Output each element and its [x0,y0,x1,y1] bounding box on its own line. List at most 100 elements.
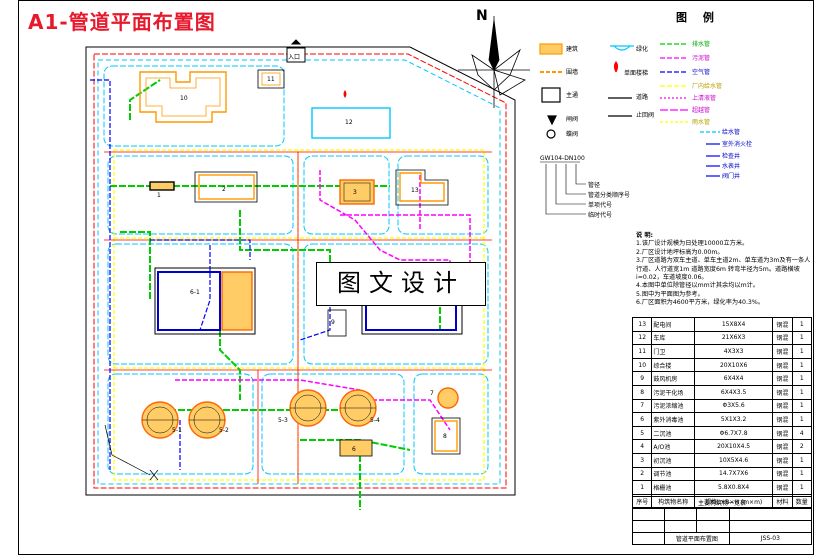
legend-drain: 排水管 [692,41,711,48]
legend-manhole: 检查井 [722,153,741,160]
table-cell: 6X4X4 [694,371,774,386]
table-cell: 3 [631,452,653,468]
site-road-outer [97,59,501,485]
note-6: 6.厂区面积为4600平方米，绿化率为40.3%。 [636,299,764,307]
legend-plantwater: 厂内给水管 [692,83,723,90]
label-5-1: 5-1 [172,427,182,434]
label-10: 10 [180,95,188,102]
note-5: 5.图中为平面图为参考。 [636,290,704,298]
note-4: 4.本图中单位除管径以mm计其余均以m计。 [636,282,759,290]
north-arrow [458,16,530,108]
label-12: 12 [345,119,353,126]
table-cell: 12 [631,330,653,346]
table-cell: 鼓风机房 [651,371,696,386]
table-cell: 1 [791,452,813,468]
legend-stair: 单面楼梯 [624,70,649,77]
drawing-border [18,0,814,555]
table-cell: 紫外消毒池 [651,412,696,427]
table-cell: 钢混 [772,344,793,359]
building-6-1 [154,267,256,335]
table-cell: 1 [791,384,813,400]
table-cell: 钢混 [772,330,793,346]
legend-valvewell: 阀门井 [722,173,741,180]
table-cell: 5X1X3.2 [694,412,774,427]
legend-sludge: 污泥管 [692,55,711,62]
table-cell: 钢混 [772,452,793,468]
table-cell: 13 [631,317,653,332]
note-1: 1.该厂设计规模为日处理10000立方米。 [636,240,749,248]
table-cell: 1 [791,330,813,346]
table-cell: 4X3X3 [694,344,774,359]
table-cell: 20X10X6 [694,357,774,373]
north-label: N [476,8,488,24]
legend-check: 止回阀 [636,112,655,119]
table-cell: 2 [791,439,813,454]
table-cell: 初沉池 [651,452,696,468]
site-wall [93,53,507,489]
table-cell: 11 [631,344,653,359]
building-6 [339,439,373,457]
callout-line-2: 管道分类顺序号 [588,192,631,199]
table-cell: 21X6X3 [694,330,774,346]
table-cell: 污泥干化场 [651,384,696,400]
table-cell: 15X8X4 [694,317,774,332]
entrance-marker [286,39,306,63]
label-3: 3 [353,189,357,196]
legend-valve: 道路 [636,94,649,101]
legend-symbols [539,43,720,177]
table-cell: 6X4X3.5 [694,384,774,400]
legend-meter: 水表井 [722,163,741,170]
table-cell: 1 [791,357,813,373]
notes-heading: 说 明: [636,232,654,239]
table-cell: 14.7X7X6 [694,466,774,482]
table-cell: 10 [631,357,653,373]
legend-overflow: 超越管 [692,107,711,114]
callout-line-1: 管径 [588,182,601,189]
label-2: 2 [222,186,226,193]
table-cell: 9 [631,371,653,386]
note-3: 3.厂区道路为双车主道、单车主道2m、单车道为3m及有一条人行道、人行道宽1m … [636,257,811,282]
building-3 [339,179,375,205]
label-7: 7 [430,390,434,397]
label-13: 13 [411,187,419,194]
legend-main: 主通 [566,92,579,99]
building-2 [194,171,258,203]
entrance-label: 入口 [288,54,301,61]
legend-air: 空气管 [692,69,711,76]
note-2: 2.厂区设计地坪标高为0.00m。 [636,248,724,256]
buildings [139,69,463,457]
building-11 [257,69,285,89]
table-cell: 1 [791,466,813,482]
table-cell: 钢混 [772,425,793,441]
callout-leaders [540,161,586,215]
building-8 [431,417,461,455]
legend-rain: 雨水管 [692,119,711,126]
building-12 [311,107,391,139]
label-5-4: 5-4 [370,417,380,424]
table-cell: 7 [631,398,653,414]
watermark: 图文设计 [316,262,486,306]
legend-supply: 给水管 [722,129,741,136]
label-8: 8 [443,433,447,440]
table-cell: 5.8X0.8X4 [694,480,774,495]
table-cell: 1 [791,398,813,414]
table-cell: 20X10X4.5 [694,439,774,454]
table-cell: 8 [631,384,653,400]
table-cell: 钢混 [772,439,793,454]
legend-supernatant: 上清液管 [692,95,717,102]
legend-title: 图 例 [676,11,720,24]
label-6-1: 6-1 [190,289,200,296]
table-cell: 钢混 [772,398,793,414]
building-10 [139,71,227,123]
